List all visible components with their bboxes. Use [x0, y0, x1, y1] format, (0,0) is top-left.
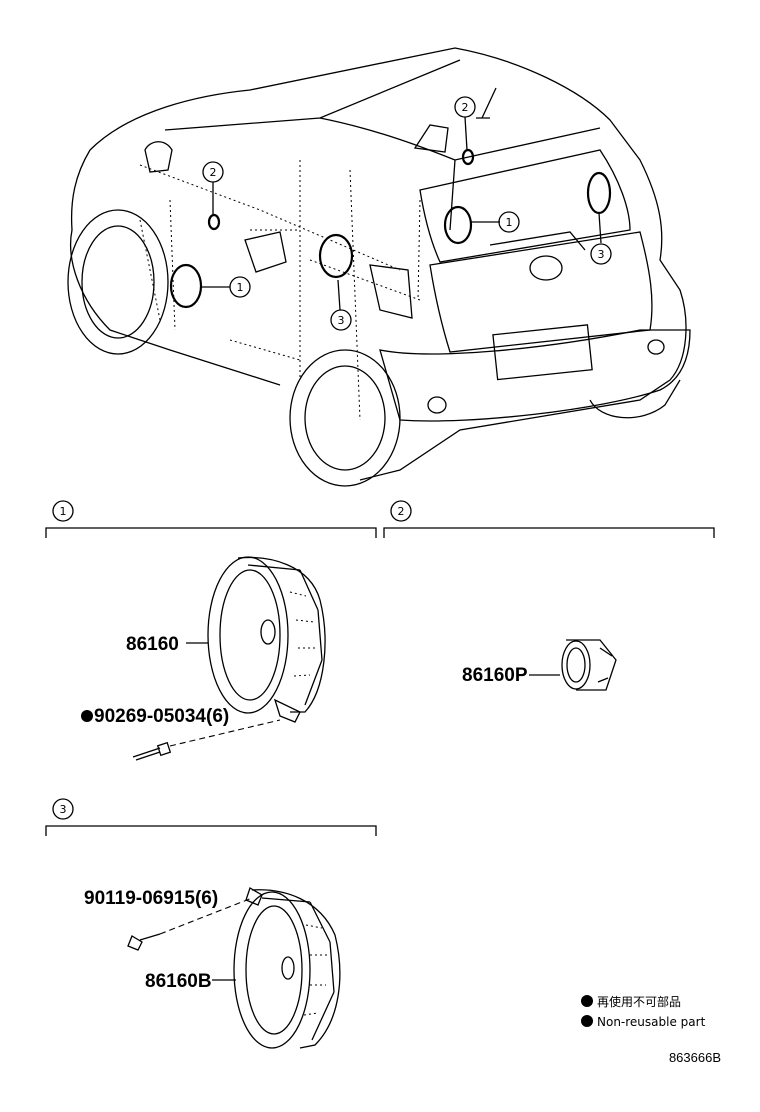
legend-marker-en — [581, 1015, 593, 1027]
svg-text:3: 3 — [60, 803, 67, 816]
interior-lines — [139, 160, 421, 421]
legend: 再使用不可部品 Non-reusable part — [581, 994, 706, 1029]
speaker-rear-drawing — [233, 887, 341, 1049]
section-2-header: 2 — [383, 500, 715, 538]
rear-window — [419, 149, 631, 263]
legend-en-text: Non-reusable part — [597, 1015, 706, 1029]
car-body-outline — [70, 47, 687, 481]
rear-wheel — [289, 349, 401, 487]
leader-2b — [464, 116, 468, 151]
bolt-front-drawing — [132, 741, 172, 761]
rear-right-wheel — [589, 379, 681, 419]
rear-lamp-left — [427, 396, 447, 414]
speaker-front-drawing — [207, 556, 326, 723]
rear-seat — [369, 264, 413, 319]
bolt-front-leader — [169, 719, 281, 747]
section-1-header: 1 — [45, 500, 377, 538]
tweeter-front-mark — [207, 213, 221, 231]
antenna — [476, 87, 497, 119]
legend-jp-text: 再使用不可部品 — [597, 994, 681, 1009]
license-plate — [492, 324, 593, 381]
tweeter-rear-mark — [461, 148, 475, 166]
section-3-header: 3 — [45, 798, 377, 836]
svg-text:3: 3 — [338, 314, 345, 327]
wiper — [489, 231, 586, 251]
part-86160P-label[interactable]: 86160P — [462, 665, 528, 686]
speaker-rear-left-mark — [318, 233, 354, 279]
speaker-front-bracket — [273, 698, 301, 723]
front-wheel — [67, 209, 169, 355]
part-86160-label[interactable]: 86160 — [126, 634, 179, 655]
screw-rear-drawing — [127, 933, 161, 951]
legend-marker-jp — [581, 995, 593, 1007]
speaker-rear-door-mark — [443, 205, 473, 245]
screw-rear-leader — [159, 897, 253, 935]
side-mirror — [144, 141, 173, 173]
svg-text:1: 1 — [237, 281, 244, 294]
vehicle-overview: 1 1 2 2 3 3 — [67, 47, 691, 487]
callout-1-front: 1 — [229, 276, 251, 298]
roof-line — [164, 59, 601, 231]
leader-3b — [598, 212, 602, 244]
speaker-rear-right-mark — [586, 171, 612, 215]
tweeter-drawing — [561, 639, 617, 691]
leader-3a — [337, 279, 341, 311]
callout-2-front: 2 — [202, 161, 224, 183]
rear-emblem — [529, 255, 563, 281]
part-86160B-label[interactable]: 86160B — [145, 971, 212, 992]
high-mount-stop-lamp — [413, 124, 449, 153]
non-reusable-marker — [81, 710, 93, 722]
front-seat — [244, 231, 287, 273]
figure-id: 863666B — [669, 1050, 721, 1065]
svg-text:3: 3 — [598, 248, 605, 261]
svg-text:2: 2 — [210, 166, 217, 179]
speaker-rear-bracket — [245, 887, 263, 906]
callout-3-right: 3 — [590, 243, 612, 265]
part-90119-06915-label[interactable]: 90119-06915(6) — [84, 888, 218, 909]
rear-lamp-right — [647, 339, 665, 355]
callout-3-left: 3 — [330, 309, 352, 331]
svg-text:2: 2 — [462, 101, 469, 114]
svg-text:1: 1 — [506, 216, 513, 229]
svg-text:1: 1 — [60, 505, 67, 518]
svg-text:2: 2 — [398, 505, 405, 518]
callout-2-rear: 2 — [454, 96, 476, 118]
rear-bumper — [379, 329, 691, 422]
callout-1-rear: 1 — [498, 211, 520, 233]
part-90269-05034-label[interactable]: 90269-05034(6) — [94, 706, 229, 727]
speaker-front-door-mark — [169, 263, 203, 309]
